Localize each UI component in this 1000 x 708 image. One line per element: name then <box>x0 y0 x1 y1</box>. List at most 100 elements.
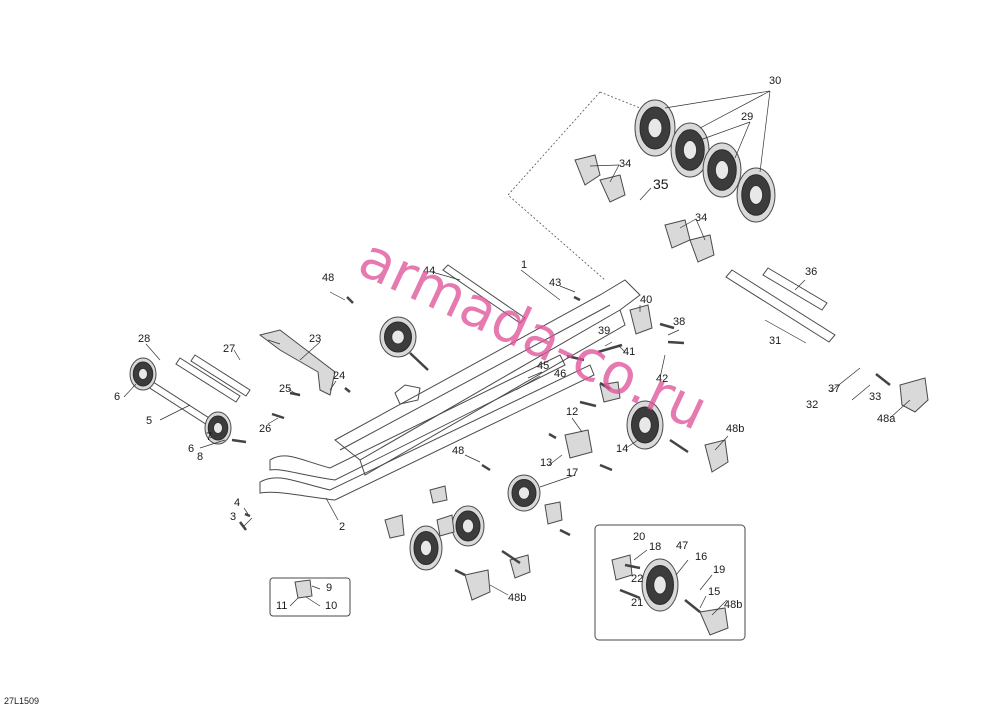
callout-26: 25 <box>279 383 291 395</box>
bolt-10 <box>579 400 597 408</box>
leader-line-39 <box>659 354 666 379</box>
callout-17: 16 <box>695 551 707 563</box>
wheel-3 <box>702 142 742 198</box>
callout-12: 11 <box>276 600 287 612</box>
leader-line-5 <box>159 404 191 421</box>
bolt-1 <box>597 343 623 354</box>
wheels <box>129 99 776 612</box>
callout-21: 20 <box>633 531 645 543</box>
callout-9: 8 <box>197 451 203 463</box>
bolt-12 <box>667 340 685 345</box>
leader-line-29 <box>609 164 620 183</box>
callout-2: 2 <box>339 521 345 533</box>
leader-line-25 <box>764 319 807 344</box>
bolt-3 <box>231 438 247 444</box>
leader-line-10 <box>305 596 321 607</box>
leader-line-19 <box>699 574 713 591</box>
leader-line-28 <box>589 164 620 167</box>
leader-line-48 <box>267 339 281 345</box>
callout-51: 48 <box>452 445 464 457</box>
wheel-1 <box>634 99 676 157</box>
callout-7: 6 <box>188 443 194 455</box>
callout-11: 10 <box>325 600 337 612</box>
callout-3: 3 <box>230 511 236 523</box>
callout-4: 4 <box>234 497 240 509</box>
leader-line-54 <box>145 343 161 361</box>
callout-25: 24 <box>333 370 345 382</box>
leader-line-46 <box>489 584 509 596</box>
bolt-23 <box>346 296 354 304</box>
leader-line-14 <box>625 439 639 449</box>
leader-line-6 <box>123 383 137 398</box>
bolts <box>231 295 891 613</box>
callout-16: 15 <box>708 586 720 598</box>
callout-36: 34 <box>695 212 707 224</box>
callout-35: 34 <box>619 158 631 170</box>
callout-43: 41 <box>623 346 635 358</box>
bolt-24 <box>481 463 491 472</box>
leader-line-27 <box>889 399 911 419</box>
bolt-25 <box>624 563 641 570</box>
brackets <box>258 154 929 636</box>
callout-52: 48a <box>877 413 896 425</box>
callout-18: 17 <box>566 467 578 479</box>
callout-39: 37 <box>828 383 840 395</box>
callout-48: 46 <box>554 368 566 380</box>
bolt-26 <box>454 568 466 577</box>
leader-line-26 <box>851 384 871 401</box>
leader-line-41 <box>431 271 461 281</box>
wheel-group-outline <box>507 91 641 281</box>
wheel-12 <box>379 316 417 358</box>
wheel-9 <box>451 505 485 547</box>
callout-46: 44 <box>423 265 435 277</box>
callout-1: 1 <box>521 259 527 271</box>
leader-line-4 <box>243 507 249 515</box>
callout-8: 7 <box>206 431 212 443</box>
callout-24: 23 <box>309 333 321 345</box>
callout-40: 38 <box>673 316 685 328</box>
bolt-17 <box>501 549 521 565</box>
wheel-7 <box>626 400 664 450</box>
bolt-22 <box>573 295 581 302</box>
wheel-2 <box>670 122 710 178</box>
leader-line-51 <box>287 388 301 397</box>
leader-line-9 <box>311 585 321 590</box>
leader-line-7 <box>199 439 226 449</box>
leader-line-31 <box>695 218 706 241</box>
leader-line-8 <box>209 433 223 439</box>
leader-line-44 <box>464 454 481 463</box>
wheel-4 <box>736 167 776 223</box>
callout-50: 48 <box>322 272 334 284</box>
leader-line-43 <box>329 291 346 301</box>
leader-line-34 <box>829 367 861 393</box>
bolt-6 <box>244 512 251 518</box>
callout-23: 22 <box>631 573 643 585</box>
bolt-5 <box>239 521 247 531</box>
callout-30: 29 <box>741 111 753 123</box>
leader-line-11 <box>289 597 299 607</box>
wheel-8 <box>507 474 541 512</box>
bolt-8 <box>344 387 351 393</box>
inset-boxes <box>269 524 746 641</box>
callout-34: 33 <box>869 391 881 403</box>
callout-33: 32 <box>806 399 818 411</box>
callout-20: 19 <box>713 564 725 576</box>
leader-line-50 <box>329 380 337 391</box>
callout-55: 48b <box>724 599 742 611</box>
bolt-16 <box>669 438 689 454</box>
leader-line-40 <box>559 285 576 293</box>
leader-line-30 <box>679 218 697 229</box>
leader-line-47 <box>711 599 728 616</box>
callout-41: 39 <box>598 325 610 337</box>
leader-lines <box>123 90 911 616</box>
callout-49: 47 <box>676 540 688 552</box>
callout-14: 13 <box>540 457 552 469</box>
leader-line-15 <box>699 595 707 609</box>
bolt-13 <box>875 373 891 386</box>
callout-5: 5 <box>146 415 152 427</box>
callout-47: 45 <box>537 360 549 372</box>
leader-line-18 <box>633 549 648 561</box>
leader-line-23 <box>699 121 751 141</box>
leader-line-1 <box>520 269 561 301</box>
leader-line-12 <box>571 417 583 433</box>
